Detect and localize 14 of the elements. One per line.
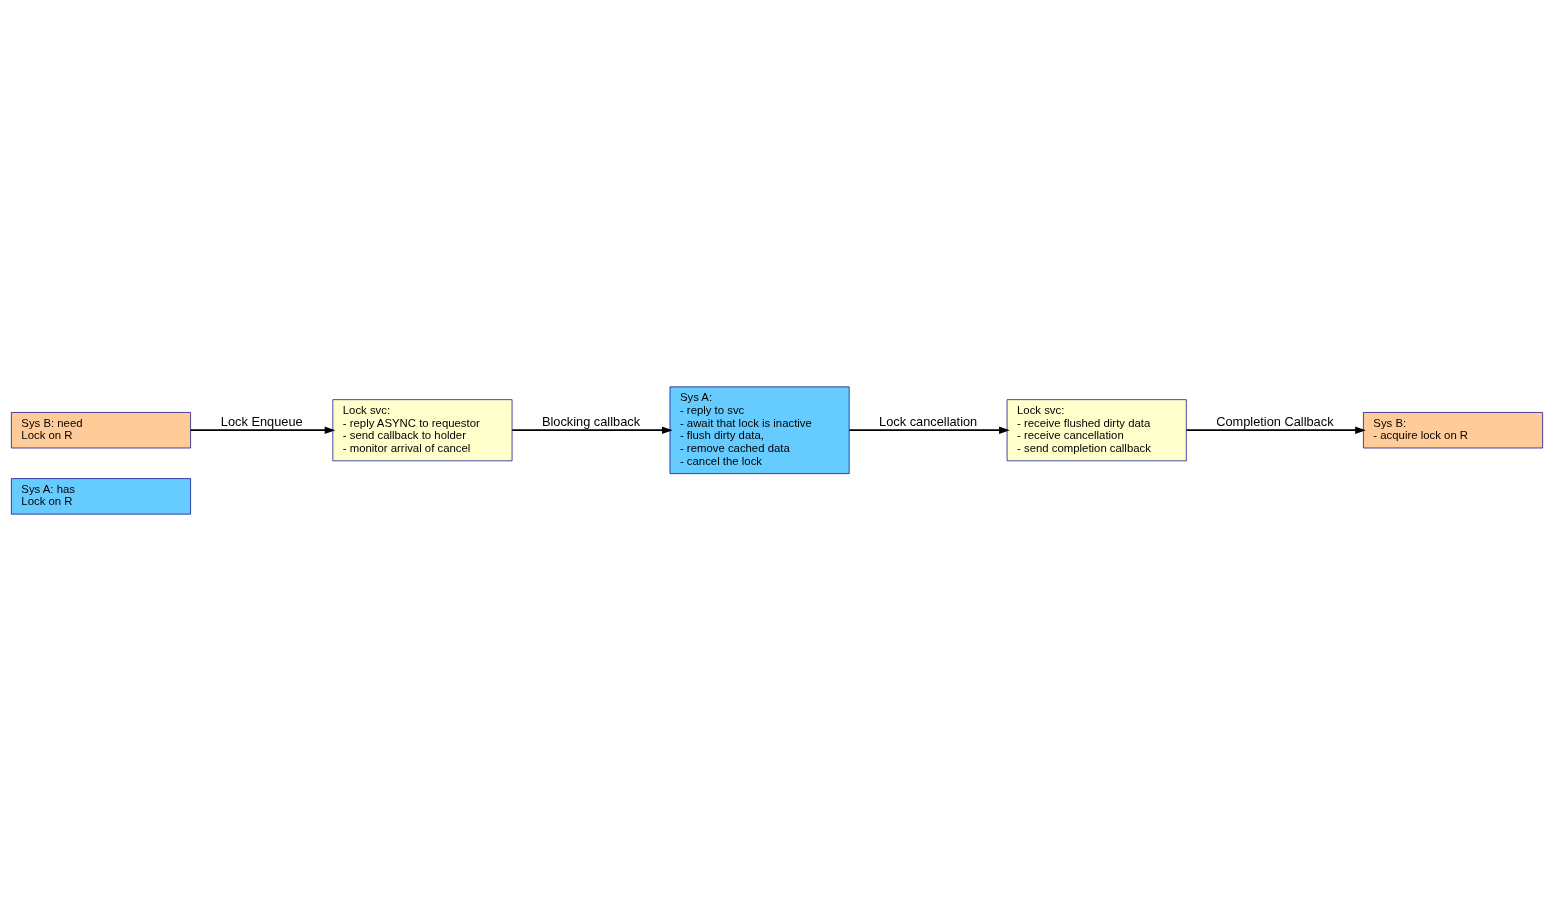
node-box: Sys A: - reply to svc - await that lock is inactive - flush dirty data, - remove cached data - cancel the lock [669,386,850,474]
edge-label: Blocking callback [541,413,641,429]
edge-label: Lock cancellation [879,413,978,429]
node-box: Sys B: need Lock on R [11,411,191,448]
arrow [1185,426,1366,434]
arrow [189,426,336,434]
edge-label: Completion Callback [1216,413,1334,429]
edge-label: Lock Enqueue [220,413,303,429]
node-box: Lock svc: - receive flushed dirty data - receive cancellation - send completion callback [1006,398,1187,461]
node-box: Sys B: - acquire lock on R [1363,411,1543,448]
node-box: Lock svc: - reply ASYNC to requestor - send callback to holder - monitor arrival of cancel [332,398,513,461]
node-box: Sys A: has Lock on R [11,477,191,514]
arrow [511,426,673,434]
arrow [848,426,1010,434]
